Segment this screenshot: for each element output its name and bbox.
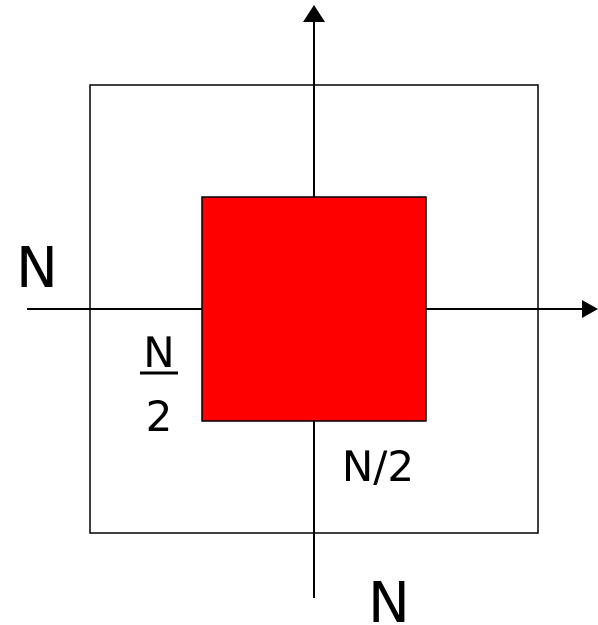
outer-bottom-label: N — [368, 571, 410, 625]
inner-left-fraction-numerator: N — [143, 328, 174, 377]
inner-bottom-label: N/2 — [342, 442, 414, 491]
outer-left-label: N — [16, 236, 58, 301]
inner-square — [201, 196, 427, 422]
vertical-axis-arrowhead — [303, 5, 325, 22]
horizontal-axis-arrowhead — [582, 300, 598, 318]
inner-left-fraction-denominator: 2 — [146, 392, 173, 441]
